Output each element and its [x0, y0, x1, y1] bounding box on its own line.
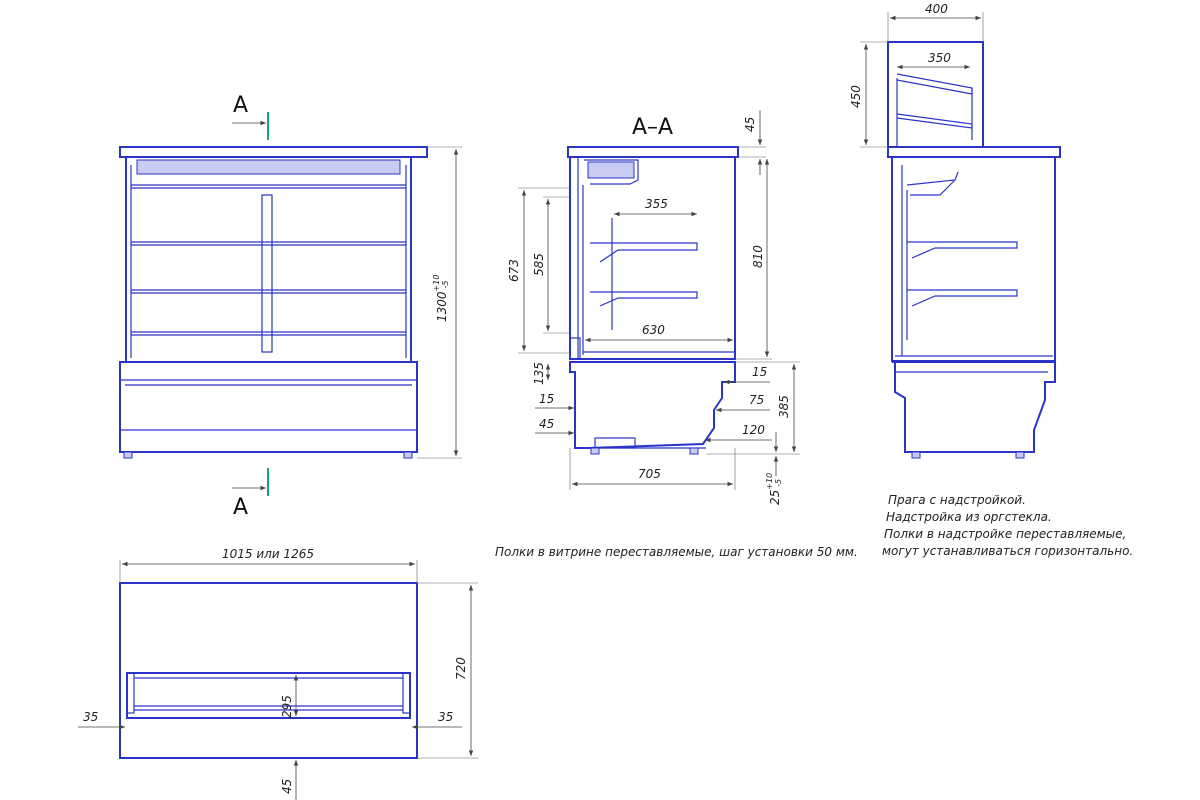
dim-plan-45: 45: [280, 779, 294, 794]
dim-height-1300: 1300: [435, 291, 449, 322]
dim-section-25-tol-lower: -5: [774, 479, 783, 487]
dim-section-673: 673: [507, 259, 521, 282]
note-right-line-3: Полки в надстройке переставляемые,: [884, 527, 1126, 541]
dim-section-120: 120: [742, 423, 765, 437]
dim-section-585: 585: [532, 253, 546, 276]
dim-section-75: 75: [749, 393, 764, 407]
note-right-line-1: Прага с надстройкой.: [888, 493, 1026, 507]
dim-plan-width: 1015 или 1265: [222, 547, 314, 561]
section-marker-top: A: [233, 93, 248, 118]
dim-section-630: 630: [642, 323, 665, 337]
dim-section-25-tol-upper: +10: [765, 473, 774, 490]
note-right-line-2: Надстройка из оргстекла.: [886, 510, 1052, 524]
dim-side-400: 400: [925, 2, 948, 16]
dim-section-45-top: 45: [743, 117, 757, 132]
dim-side-450: 450: [849, 85, 863, 108]
dim-section-15-left: 15: [539, 392, 554, 406]
dim-plan-35-left: 35: [83, 710, 98, 724]
note-right-line-4: могут устанавливаться горизонтально.: [882, 544, 1133, 558]
dim-height-tol-upper: +10: [432, 275, 441, 292]
dim-section-810: 810: [751, 245, 765, 268]
dim-section-25: 25: [768, 490, 782, 505]
dim-height-tol-lower: -5: [441, 281, 450, 289]
dim-plan-295: 295: [280, 695, 294, 718]
dim-section-705: 705: [638, 467, 661, 481]
section-marker-bottom: A: [233, 495, 248, 520]
dim-side-350: 350: [928, 51, 951, 65]
section-title: A–A: [632, 115, 673, 140]
front-view: 1300+10-5 A A: [119, 93, 462, 520]
dim-section-385: 385: [777, 395, 791, 418]
svg-text:1300+10-5: 1300+10-5: [432, 275, 450, 322]
dim-section-15-right: 15: [752, 365, 767, 379]
side-view: 400 350 450: [849, 2, 1061, 459]
svg-text:25+10-5: 25+10-5: [765, 473, 783, 505]
dim-plan-35-right: 35: [438, 710, 453, 724]
dim-plan-720: 720: [454, 657, 468, 680]
section-view: A–A 45 810 673 585: [507, 110, 800, 505]
note-shelves: Полки в витрине переставляемые, шаг уста…: [495, 545, 858, 559]
plan-view: 1015 или 1265 720 295 35 35 45: [78, 547, 478, 800]
dim-section-355: 355: [645, 197, 668, 211]
dim-section-45-left: 45: [539, 417, 554, 431]
dim-section-135: 135: [532, 362, 546, 385]
